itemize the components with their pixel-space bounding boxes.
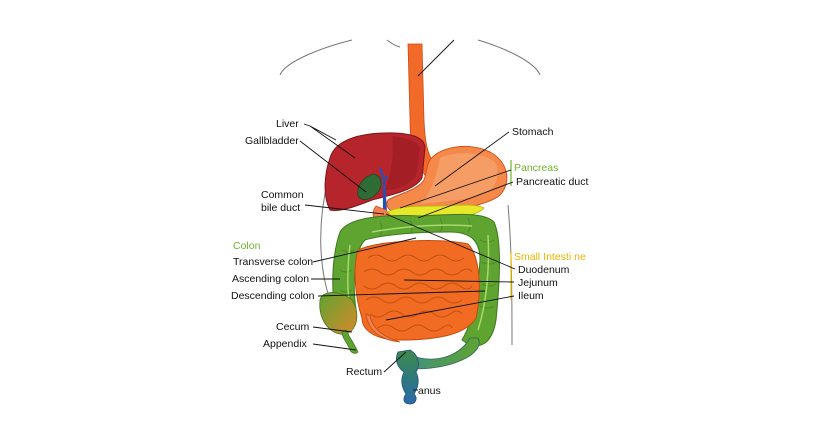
lower-ileum-loop — [365, 313, 401, 343]
label-cecum: Cecum — [276, 321, 310, 333]
label-stomach: Stomach — [512, 126, 554, 138]
leader-pancreas — [399, 169, 512, 209]
leader-appendix — [312, 343, 357, 351]
leader-liver — [303, 123, 356, 159]
colon-haustra — [339, 217, 497, 313]
leader-pancreatic-duct — [417, 181, 514, 219]
leader-cecum — [312, 326, 353, 333]
label-gallbladder: Gallbladder — [245, 135, 299, 147]
coils-row-2 — [363, 268, 473, 276]
bile-ducts — [378, 167, 389, 215]
leader-lines — [299, 39, 516, 391]
label-small-intestine-group: Small Intesti ne — [514, 251, 586, 263]
leader-ileum — [385, 295, 515, 321]
appendix — [341, 329, 359, 354]
label-liver: Liver — [276, 118, 299, 130]
leader-gallbladder — [299, 140, 367, 193]
liver-lobe-shade — [385, 136, 420, 190]
label-jejunum: Jejunum — [518, 277, 558, 289]
right-shoulder-line — [477, 39, 541, 76]
leader-stomach — [434, 131, 510, 187]
stomach-highlight — [420, 153, 498, 204]
leader-descending-colon — [317, 290, 486, 297]
rectum — [396, 349, 419, 405]
label-appendix: Appendix — [263, 338, 308, 350]
label-pancreatic-duct: Pancreatic duct — [516, 176, 588, 188]
label-ileum: Ileum — [518, 290, 544, 302]
coils-row-1 — [367, 254, 465, 262]
haustra-right — [479, 239, 497, 309]
label-rectum: Rectum — [346, 366, 382, 378]
label-pancreas-group: Pancreas — [514, 162, 558, 174]
gallbladder — [357, 173, 382, 200]
label-ascending-colon: Ascending colon — [232, 273, 309, 285]
coils-row-4 — [365, 296, 463, 304]
cecum — [319, 292, 358, 335]
label-anus: anus — [418, 385, 441, 397]
label-transverse-colon: Transverse colon — [233, 256, 313, 268]
label-duodenum: Duodenum — [518, 264, 570, 276]
label-common: Common — [261, 189, 304, 201]
labels: Liver Gallbladder Common bile duct Colon… — [231, 118, 588, 397]
coils-row-6 — [377, 324, 453, 332]
leader-jejunum — [403, 279, 515, 283]
haustra-left — [339, 249, 355, 313]
label-bile-duct: bile duct — [261, 202, 300, 214]
common-bile-duct — [382, 179, 388, 215]
left-shoulder-line — [279, 39, 353, 76]
leader-duodenum — [385, 213, 516, 270]
leader-transverse-colon — [312, 237, 417, 263]
label-colon-group: Colon — [233, 240, 261, 252]
leader-rectum — [383, 351, 407, 373]
haustra-top — [379, 217, 471, 237]
leader-common-bile-duct — [304, 204, 385, 215]
neck-line-left — [386, 39, 401, 48]
label-descending-colon: Descending colon — [231, 290, 315, 302]
leader-esophagus — [417, 39, 455, 77]
coils-row-3 — [363, 282, 473, 290]
